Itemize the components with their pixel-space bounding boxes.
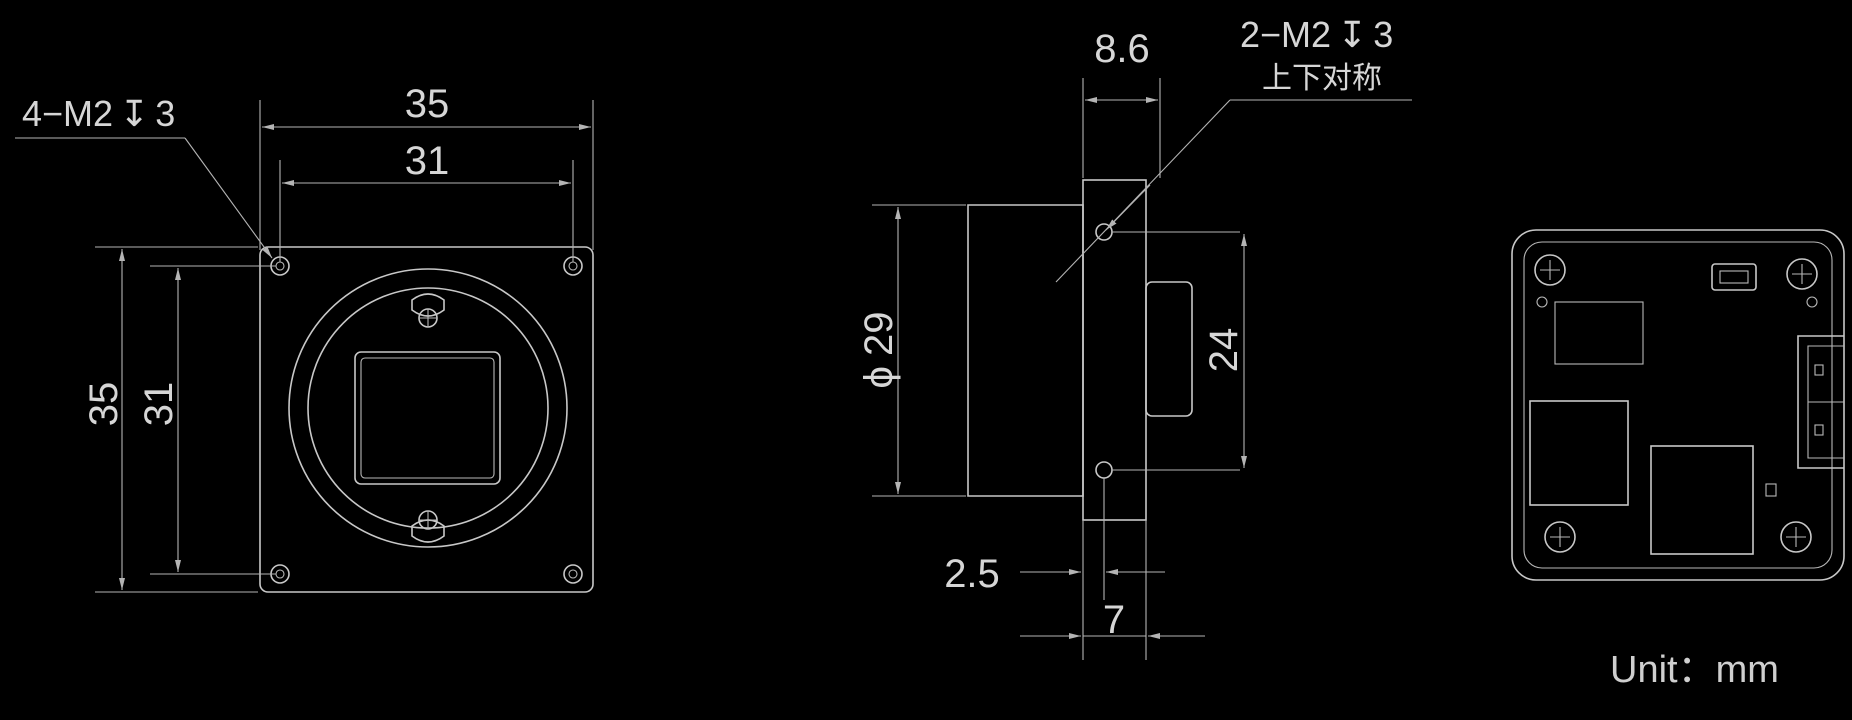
front-screw-top [411,293,445,328]
side-lens-tube [967,204,1084,497]
front-view: 35 31 35 31 4−M2↧3 [15,82,594,593]
front-height-inner-label: 31 [137,382,181,427]
side-connector [1145,281,1193,417]
body-depth-label: 7 [1103,598,1125,642]
front-sensor-window-outer [354,351,501,485]
hole-offset-label: 2.5 [944,552,1000,596]
back-small-hole-right [1806,296,1818,308]
back-pad-left [1529,400,1629,506]
back-screws [1534,254,1818,553]
back-pad-right [1650,445,1754,555]
side-hole-bottom [1095,461,1113,479]
front-mount-ring-outer [288,268,568,548]
side-flange [1082,179,1147,521]
back-small-marker [1765,483,1777,497]
front-height-outer-label: 35 [82,382,126,427]
side-hole-note-label: 2−M2↧3 [1240,14,1393,55]
back-housing-outer [1511,229,1845,581]
front-flange-outline [259,246,594,593]
hole-spacing-label: 24 [1202,328,1246,373]
front-width-outer-label: 35 [405,82,450,126]
back-housing-inner [1523,241,1833,569]
front-screw-bottom [411,510,445,543]
flange-thickness-label: 8.6 [1094,27,1150,71]
front-hole-note-label: 4−M2↧3 [22,93,175,134]
back-connector [1797,335,1844,469]
back-view [1511,229,1845,581]
side-view: ϕ29 24 8.6 2−M2↧3 上下对称 2.5 7 [857,14,1412,660]
back-led-window [1711,263,1757,291]
front-corner-holes [270,256,583,584]
front-hole-leader [184,137,273,259]
front-width-inner-label: 31 [405,139,450,183]
units-label: Unit：mm [1610,649,1779,691]
back-pad-top [1554,301,1644,365]
side-hole-leader [1055,99,1231,283]
lens-diameter-label: ϕ29 [857,312,901,389]
back-small-hole-left [1536,296,1548,308]
side-hole-note-sub-label: 上下对称 [1262,61,1382,96]
front-sensor-window-inner [360,357,495,479]
